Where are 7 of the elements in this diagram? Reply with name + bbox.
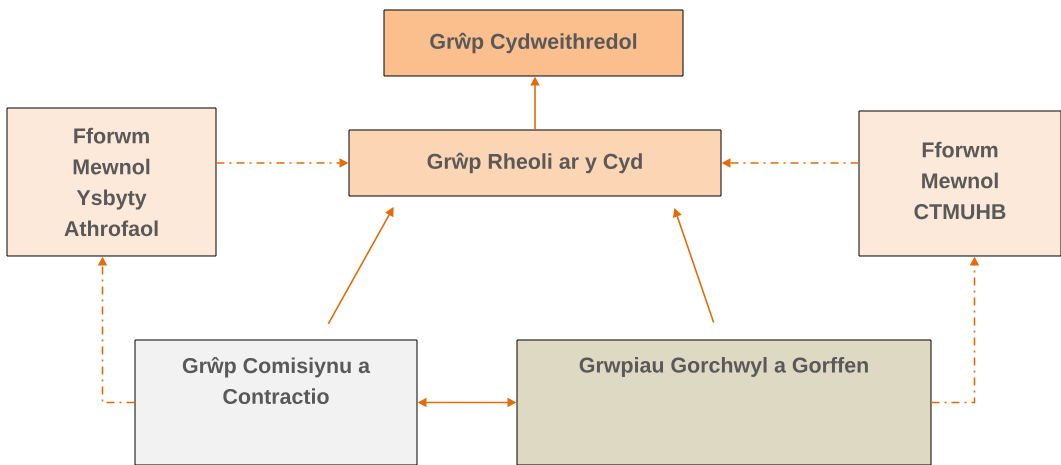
- process-box: Grŵp Comisiynu a Contractio: [134, 339, 418, 465]
- process-box: Grŵp Cydweithredol: [383, 9, 684, 77]
- process-box: Fforwm Mewnol CTMUHB: [858, 110, 1061, 257]
- arrow: [327, 207, 394, 325]
- process-box: Fforwm Mewnol Ysbyty Athrofaol: [6, 107, 217, 257]
- process-box: Grwpiau Gorchwyl a Gorffen: [516, 339, 932, 465]
- process-box: Grŵp Rheoli ar y Cyd: [348, 129, 722, 197]
